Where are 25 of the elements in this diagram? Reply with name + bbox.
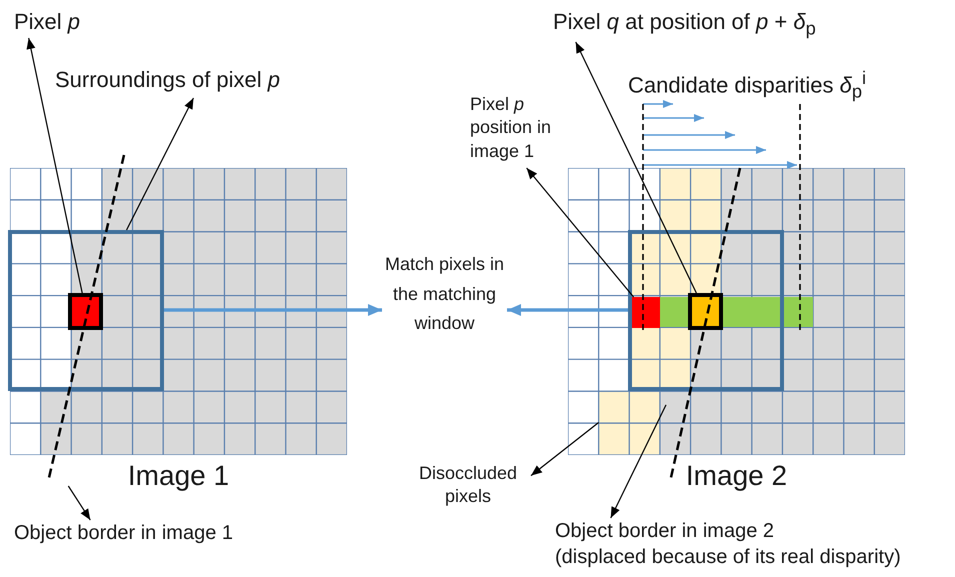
leader-line <box>26 38 83 294</box>
callout-text: Disoccluded pixels <box>405 462 531 524</box>
matching-window <box>628 230 784 391</box>
matching-window <box>8 230 164 391</box>
leader-line <box>530 422 599 476</box>
callout-text: Match pixels in the matching window <box>382 250 507 368</box>
callout-text: Surroundings of pixel p <box>55 66 335 98</box>
disoccluded-region <box>598 327 691 455</box>
arrow <box>507 304 628 316</box>
leader-line <box>68 486 91 520</box>
image-caption: Image 1 <box>126 460 230 492</box>
callout-text: Pixel q at position of p + δ$_{p}$ <box>553 8 913 42</box>
callout-text: Pixel p <box>14 8 94 38</box>
callout-text: Object border in image 1 <box>14 520 304 550</box>
leader-line <box>526 168 634 298</box>
image-caption: Image 2 <box>684 460 788 492</box>
leader-line <box>610 404 667 518</box>
arrow <box>164 304 382 316</box>
callout-text: Pixel p position in image 1 <box>470 93 575 168</box>
pixel-square <box>68 293 103 330</box>
pixel-square <box>688 293 723 330</box>
leader-line <box>126 98 194 230</box>
callout-text: Object border in image 2 <box>555 519 776 544</box>
callout-text: (displaced because of its real disparity) <box>555 545 902 570</box>
leader-line <box>575 42 697 294</box>
